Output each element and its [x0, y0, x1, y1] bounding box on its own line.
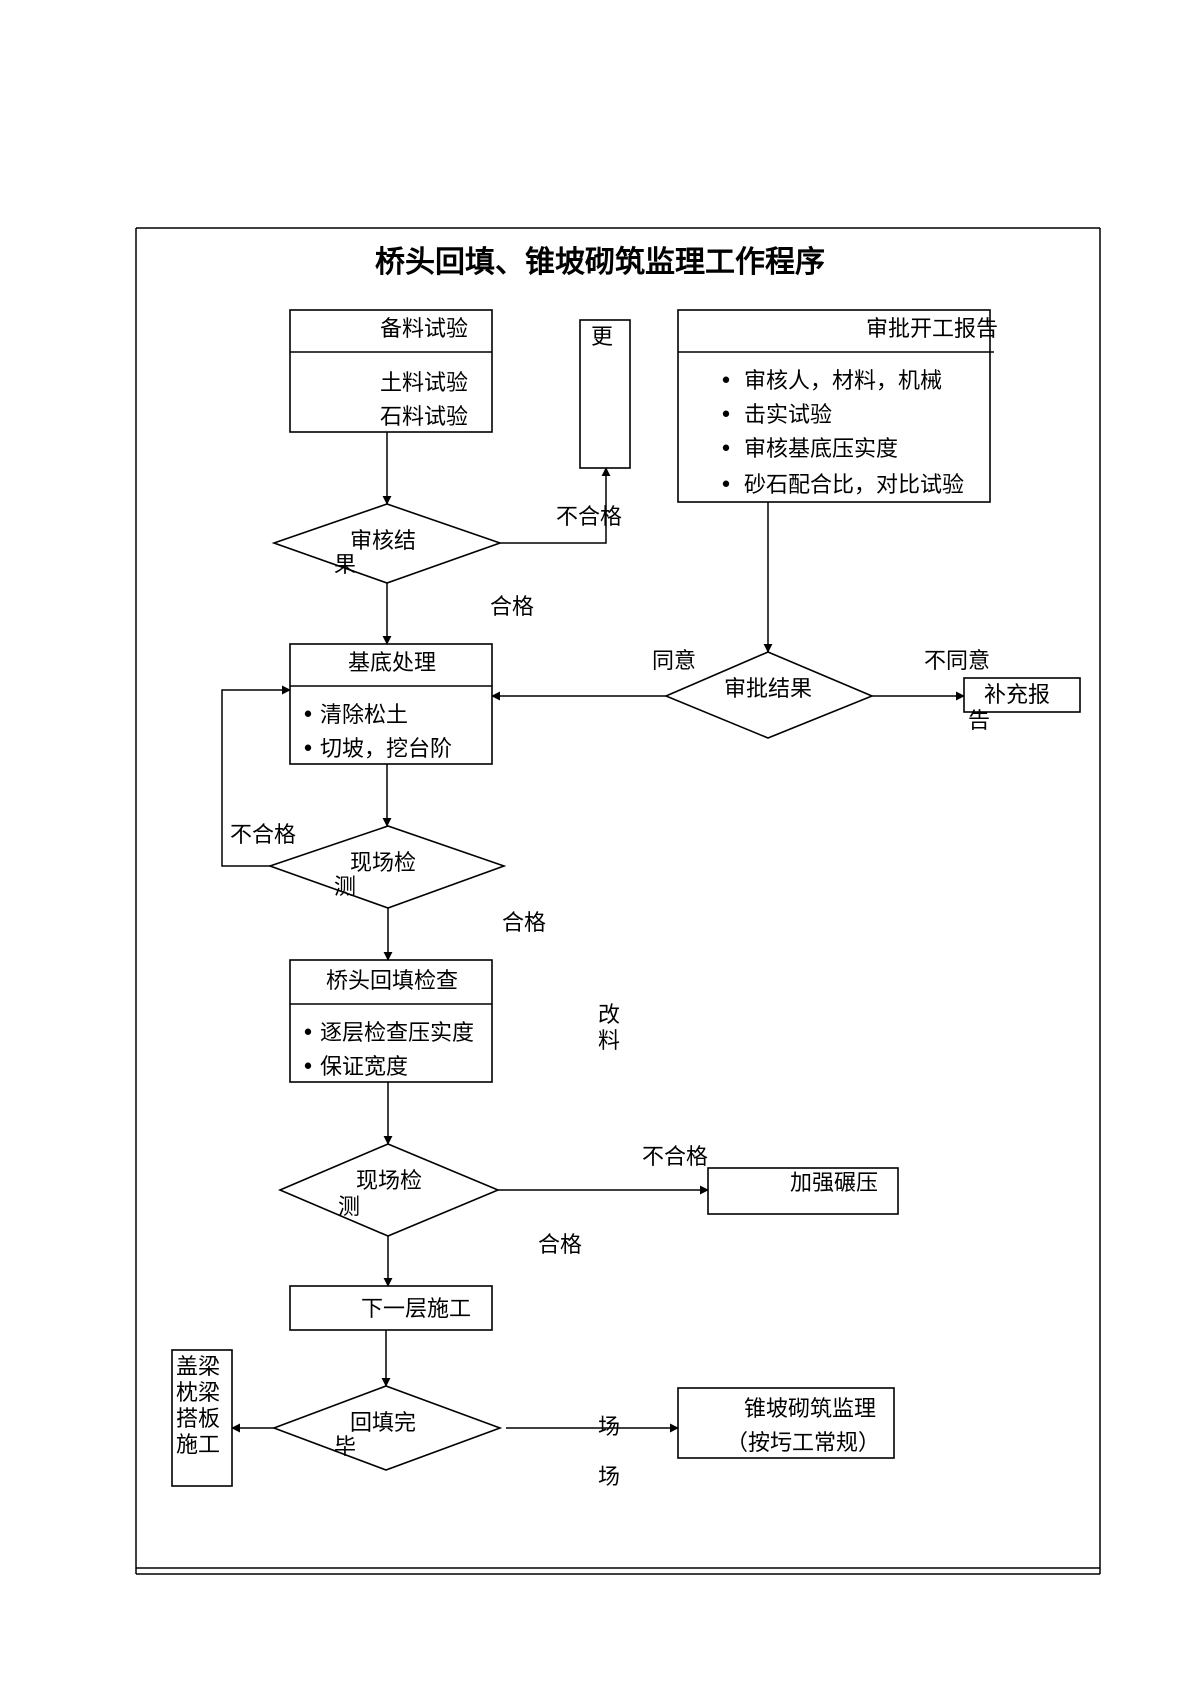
site-test-diamond-2: 现场检 测 [277, 1143, 501, 1237]
approve-bullet-compaction-test: 击实试验 [744, 403, 832, 428]
replace-material-label: 更 [591, 325, 613, 350]
label-disagree: 不同意 [924, 649, 990, 674]
label-agree: 同意 [652, 649, 696, 674]
approval-result-diamond: 审批结果 [663, 651, 875, 739]
base-treatment-header: 基底处理 [348, 651, 436, 676]
page-frame [135, 227, 1101, 1575]
review-result-label-2: 果 [334, 553, 356, 578]
supplement-report-label-1: 补充报 [984, 683, 1050, 708]
approve-report-box: 审批开工报告 • 审核人，材料，机械 • 击实试验 • 审核基底压实度 • 砂石… [677, 309, 998, 503]
cone-slope-line-1: 锥坡砌筑监理 [744, 1397, 876, 1422]
bullet-dot: • [720, 369, 733, 394]
next-layer-label: 下一层施工 [361, 1297, 471, 1322]
bullet-dot: • [302, 703, 315, 728]
site-test-diamond-1: 现场检 测 [267, 825, 507, 909]
cap-beam-box: 盖梁 枕梁 搭板 施工 [171, 1349, 233, 1487]
stone-test-line: 石料试验 [380, 405, 468, 430]
bullet-dot: • [720, 437, 733, 462]
backfill-done-diamond: 回填完 毕 [271, 1385, 503, 1471]
bullet-dot: • [302, 1055, 315, 1080]
backfill-check-box: 桥头回填检查 • 逐层检查压实度 • 保证宽度 [289, 959, 493, 1083]
backfill-bullet-width: 保证宽度 [320, 1055, 408, 1080]
base-bullet-cut-slope: 切坡，挖台阶 [320, 737, 452, 762]
approve-bullet-personnel: 审核人，材料，机械 [744, 369, 942, 394]
label-fail-site-test-2: 不合格 [642, 1145, 708, 1170]
approval-result-label: 审批结果 [724, 677, 812, 702]
strengthen-rolling-label: 加强碾压 [790, 1171, 878, 1196]
site-test-2-label-1: 现场检 [356, 1169, 422, 1194]
material-test-box: 备料试验 土料试验 石料试验 [289, 309, 493, 433]
label-pass-site-test-1: 合格 [502, 911, 546, 936]
backfill-done-label-1: 回填完 [350, 1411, 416, 1436]
approve-bullet-base-density: 审核基底压实度 [744, 437, 898, 462]
base-treatment-box: 基底处理 • 清除松土 • 切坡，挖台阶 [289, 643, 493, 765]
soil-test-line: 土料试验 [380, 371, 468, 396]
label-change-material-1: 改 [598, 1003, 620, 1028]
site-test-2-label-2: 测 [338, 1195, 360, 1220]
backfill-check-header: 桥头回填检查 [326, 969, 458, 994]
approve-bullet-mix-ratio: 砂石配合比，对比试验 [744, 473, 964, 498]
bullet-dot: • [720, 403, 733, 428]
strengthen-rolling-box: 加强碾压 [707, 1167, 899, 1215]
base-bullet-clear-soil: 清除松土 [320, 703, 408, 728]
site-test-1-label-2: 测 [334, 875, 356, 900]
cap-beam-line-2: 枕梁 [176, 1381, 220, 1406]
arrow-review-fail-to-replace [500, 467, 611, 544]
material-test-header: 备料试验 [380, 317, 468, 342]
backfill-bullet-layer-density: 逐层检查压实度 [320, 1021, 474, 1046]
label-pass-review: 合格 [490, 595, 534, 620]
bullet-dot: • [720, 473, 733, 498]
supplement-report-label-2: 告 [968, 709, 990, 734]
review-result-label-1: 审核结 [350, 529, 416, 554]
label-fail-review: 不合格 [556, 505, 622, 530]
cone-slope-box: 锥坡砌筑监理 （按圬工常规） [677, 1387, 895, 1459]
site-test-1-label-1: 现场检 [350, 851, 416, 876]
cap-beam-line-4: 施工 [176, 1433, 220, 1458]
supplement-report-box: 补充报 告 [963, 677, 1081, 734]
label-site-1: 场 [598, 1415, 620, 1440]
bullet-dot: • [302, 1021, 315, 1046]
label-site-2: 场 [598, 1465, 620, 1490]
replace-material-box: 更 [579, 319, 631, 469]
label-pass-site-test-2: 合格 [538, 1233, 582, 1258]
next-layer-box: 下一层施工 [289, 1285, 493, 1331]
arrow-site-test-1-fail-loop [221, 685, 291, 867]
cap-beam-line-3: 搭板 [176, 1407, 220, 1432]
review-result-diamond: 审核结 果 [271, 503, 503, 584]
backfill-done-label-2: 毕 [334, 1435, 356, 1460]
bullet-dot: • [302, 737, 315, 762]
page-title: 桥头回填、锥坡砌筑监理工作程序 [375, 245, 825, 280]
label-fail-site-test-1: 不合格 [230, 823, 296, 848]
connectors [221, 432, 965, 1433]
label-change-material-2: 料 [598, 1029, 620, 1054]
approve-report-header: 审批开工报告 [866, 317, 998, 342]
cone-slope-line-2: （按圬工常规） [726, 1431, 880, 1456]
cap-beam-line-1: 盖梁 [176, 1355, 220, 1380]
